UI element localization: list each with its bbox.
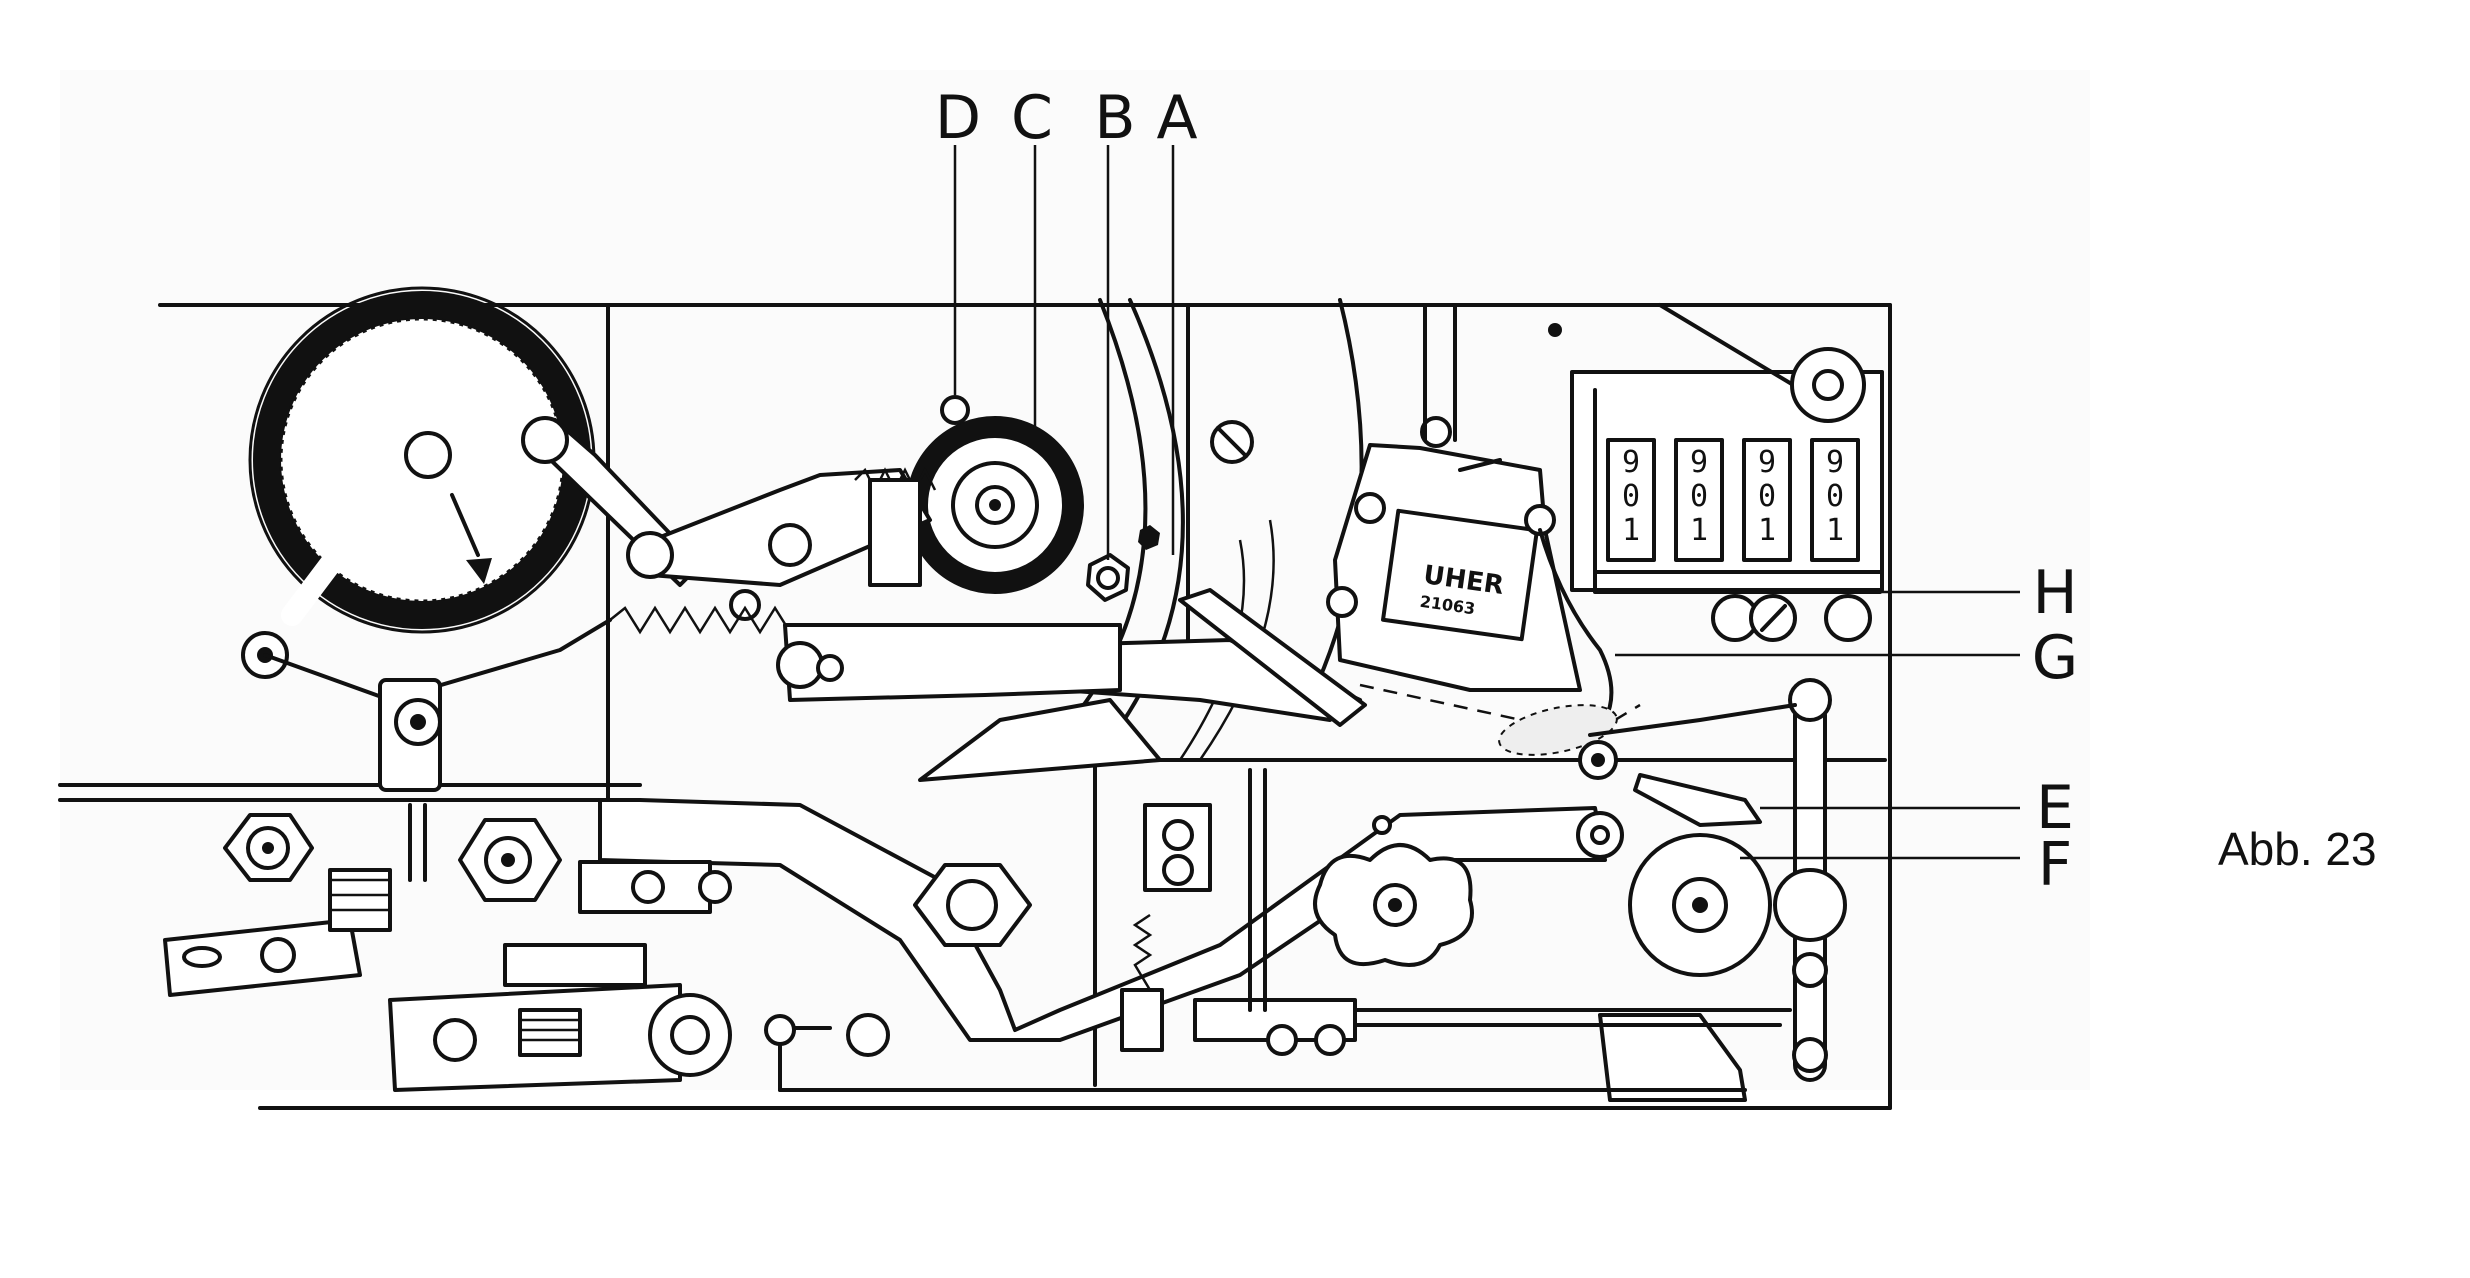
- callout-e: E: [2036, 773, 2074, 843]
- counter-digit: 9: [1690, 445, 1708, 480]
- counter-digit: 1: [1622, 513, 1640, 548]
- counter-digit: 9: [1758, 445, 1776, 480]
- counter-wheel: [1742, 438, 1792, 562]
- figure-caption: Abb. 23: [2218, 823, 2377, 875]
- right-mechanism: [1228, 678, 1847, 1102]
- left-reel: [241, 286, 702, 679]
- reel-brake-lever: [263, 618, 612, 792]
- callout-c: C: [1011, 83, 1053, 153]
- callout-f: F: [2038, 830, 2073, 900]
- lower-left-parts: [163, 803, 1747, 1092]
- counter-digit: 0: [1690, 479, 1708, 514]
- callout-d: D: [935, 83, 981, 153]
- callout-g: G: [2032, 623, 2079, 693]
- counter-digit: 1: [1690, 513, 1708, 548]
- callout-b: B: [1094, 83, 1135, 153]
- callout-leaders: [953, 145, 2020, 860]
- post-d: [940, 395, 970, 425]
- counter-wheel: [1810, 438, 1860, 562]
- tape-head-assembly: UHER 21063: [1326, 416, 1614, 722]
- counter-digit: 0: [1758, 479, 1776, 514]
- counter-digit: 9: [1622, 445, 1640, 480]
- callout-h: H: [2032, 558, 2077, 628]
- counter-digit: 1: [1826, 513, 1844, 548]
- counter-wheel: [1674, 438, 1724, 562]
- callout-a: A: [1156, 83, 1197, 153]
- counter-digit: 0: [1622, 479, 1640, 514]
- pinch-roller-assembly: [609, 395, 1084, 635]
- counter-wheel: [1606, 438, 1656, 562]
- counter-digit: 0: [1826, 479, 1844, 514]
- lower-middle-parts: [913, 768, 1474, 1056]
- counter-digit: 9: [1826, 445, 1844, 480]
- counter-digit: 1: [1758, 513, 1776, 548]
- main-slide-bar: [776, 623, 1162, 782]
